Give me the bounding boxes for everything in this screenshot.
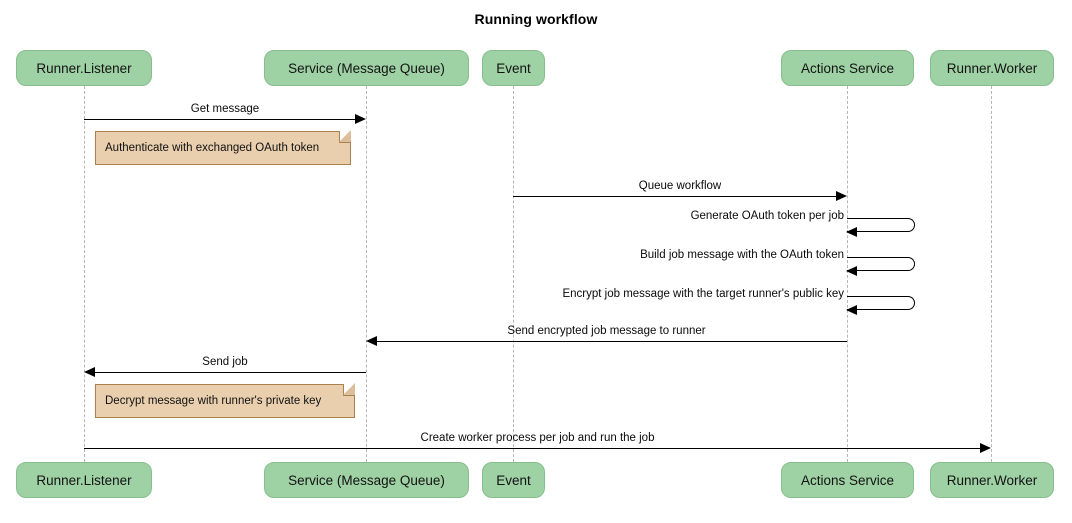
participant-actions-service-top[interactable]: Actions Service [781,50,914,86]
note-authenticate: Authenticate with exchanged OAuth token [95,130,351,165]
message-line-send-encrypted [377,341,847,342]
note-fold-corner-icon [343,383,355,396]
participant-runner-worker-top[interactable]: Runner.Worker [930,50,1054,86]
message-label-get-message: Get message [190,103,260,115]
lifeline-event [513,86,514,462]
arrow-head-queue-workflow [836,191,847,201]
participant-label: Runner.Listener [36,472,132,488]
arrow-head-generate-token [846,227,857,237]
lifeline-runner-listener [84,86,85,462]
page-title: Running workflow [474,11,598,27]
note-fold-corner-icon [339,130,351,143]
participant-label: Actions Service [800,60,895,76]
lifeline-service-queue [366,86,367,462]
participant-event-bottom[interactable]: Event [482,462,545,498]
participant-label: Service (Message Queue) [288,472,445,488]
participant-label: Runner.Listener [36,60,132,76]
lifeline-runner-worker [991,86,992,462]
message-label-encrypt-job: Encrypt job message with the target runn… [562,288,844,300]
message-label-send-job: Send job [202,356,248,368]
message-line-get-message [84,119,356,120]
note-decrypt: Decrypt message with runner's private ke… [95,383,355,418]
participant-runner-worker-bottom[interactable]: Runner.Worker [930,462,1054,498]
arrow-head-create-worker [980,443,991,453]
participant-runner-listener-bottom[interactable]: Runner.Listener [16,462,152,498]
message-line-create-worker [84,448,981,449]
self-loop-generate-token [847,218,915,232]
participant-runner-listener-top[interactable]: Runner.Listener [16,50,152,86]
participant-label: Event [496,472,531,488]
arrow-head-build-job-message [846,266,857,276]
arrow-head-send-encrypted [366,336,377,346]
arrow-head-encrypt-job [846,305,857,315]
message-label-queue-workflow: Queue workflow [638,180,722,192]
message-label-create-worker: Create worker process per job and run th… [420,432,655,444]
participant-service-queue-bottom[interactable]: Service (Message Queue) [264,462,469,498]
note-label: Authenticate with exchanged OAuth token [105,142,320,154]
self-loop-encrypt-job [847,296,915,310]
participant-label: Actions Service [800,472,895,488]
self-loop-build-job-message [847,257,915,271]
participant-label: Service (Message Queue) [288,60,445,76]
participant-label: Event [496,60,531,76]
message-line-send-job [95,372,366,373]
note-label: Decrypt message with runner's private ke… [105,395,322,407]
arrow-head-send-job [84,367,95,377]
arrow-head-get-message [355,114,366,124]
message-label-build-job-message: Build job message with the OAuth token [640,249,844,261]
participant-event-top[interactable]: Event [482,50,545,86]
message-line-queue-workflow [513,196,837,197]
message-label-generate-token: Generate OAuth token per job [690,210,844,222]
participant-actions-service-bottom[interactable]: Actions Service [781,462,914,498]
message-label-send-encrypted: Send encrypted job message to runner [507,325,706,337]
participant-label: Runner.Worker [946,60,1038,76]
participant-service-queue-top[interactable]: Service (Message Queue) [264,50,469,86]
participant-label: Runner.Worker [946,472,1038,488]
